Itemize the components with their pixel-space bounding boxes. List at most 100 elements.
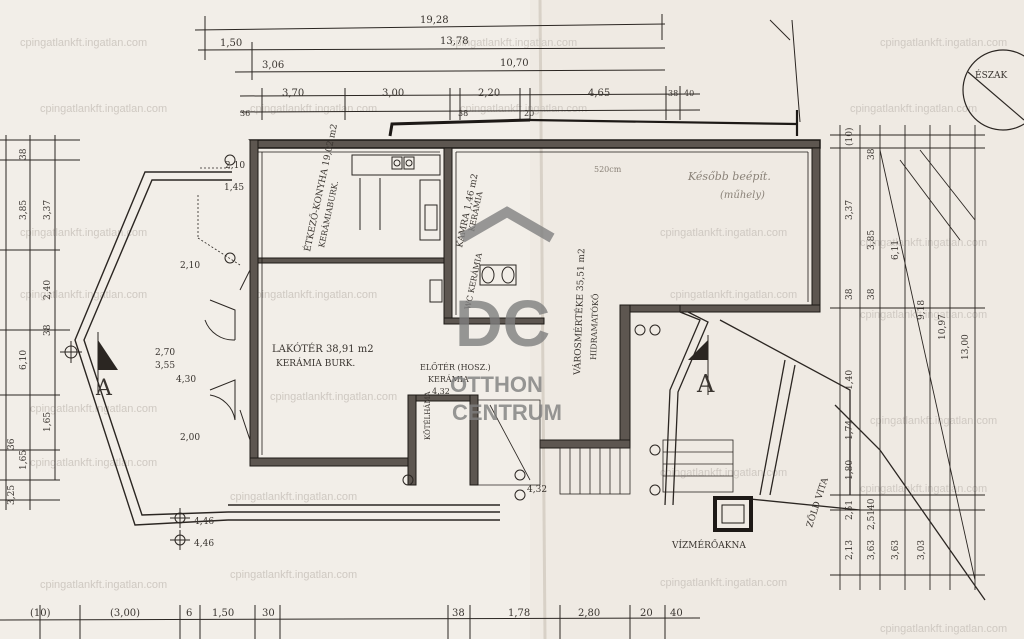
watermark: cpingatlankft.ingatlan.com xyxy=(40,579,167,591)
dim-top: 40 xyxy=(684,89,694,98)
dim-bottom: 30 xyxy=(262,608,275,619)
dim-right: 2,51 xyxy=(867,510,877,530)
dim-top: 4,65 xyxy=(588,88,610,99)
watermarks: cpingatlankft.ingatlan.com cpingatlankft… xyxy=(20,37,1007,635)
dim-bottom: 6 xyxy=(186,608,192,619)
dim-inner: 2,10 xyxy=(225,161,245,171)
dim-top: 20 xyxy=(524,109,534,118)
watermark: cpingatlankft.ingatlan.com xyxy=(450,37,577,49)
dim-right: 3,03 xyxy=(917,540,927,560)
dim-right: 6,11 xyxy=(891,240,901,260)
dim-right: 3,63 xyxy=(891,540,901,560)
dim-right: 2,13 xyxy=(845,540,855,560)
dim-right: 3,85 xyxy=(867,230,877,250)
dim-left: 2,40 xyxy=(43,280,53,300)
kitchen-counters xyxy=(351,154,441,241)
otthon-centrum-logo: DC OTTHON CENTRUM xyxy=(450,206,562,425)
logo-mark: DC xyxy=(455,286,550,360)
piers xyxy=(60,154,661,550)
top-dimension-texts: 19,28 1,50 13,78 3,06 10,70 36 3,70 3,00… xyxy=(220,15,694,118)
dim-right: 13,00 xyxy=(961,334,971,360)
dim-right: 1,40 xyxy=(845,370,855,390)
pencil-annotations: Később beépít. (műhely) 520cm xyxy=(594,165,771,201)
walls xyxy=(248,139,821,486)
dim-right: 10,97 xyxy=(938,314,948,340)
watermark: cpingatlankft.ingatlan.com xyxy=(660,577,787,589)
dim-right: 38 xyxy=(845,288,855,300)
watermark: cpingatlankft.ingatlan.com xyxy=(20,37,147,49)
room-label-water-meter: VÍZMÉRŐAKNA xyxy=(671,538,746,551)
room-floor-hall: KERÁMIA xyxy=(428,375,469,384)
dim-inner: 2,70 xyxy=(155,348,175,358)
watermark: cpingatlankft.ingatlan.com xyxy=(460,103,587,115)
dim-left: 1,65 xyxy=(19,450,29,470)
paper-left-half xyxy=(0,0,530,639)
room-floor-living: KERÁMIA BURK. xyxy=(276,357,355,369)
watermark: cpingatlankft.ingatlan.com xyxy=(20,227,147,239)
watermark: cpingatlankft.ingatlan.com xyxy=(660,227,787,239)
watermark: cpingatlankft.ingatlan.com xyxy=(860,309,987,321)
dim-top: 38 xyxy=(458,109,468,118)
watermark: cpingatlankft.ingatlan.com xyxy=(230,569,357,581)
dim-left: 38 xyxy=(19,148,29,160)
watermark: cpingatlankft.ingatlan.com xyxy=(230,491,357,503)
watermark: cpingatlankft.ingatlan.com xyxy=(30,403,157,415)
north-circle xyxy=(962,49,1024,131)
watermark: cpingatlankft.ingatlan.com xyxy=(30,457,157,469)
dim-right: (10) xyxy=(844,128,855,146)
dim-inner: 1,45 xyxy=(224,183,244,193)
dim-right: 2,51 xyxy=(845,500,855,520)
dim-right: 38 xyxy=(867,148,877,160)
dim-left: 3,25 xyxy=(7,485,17,505)
right-dimension-texts: (10) 3,37 3,85 6,11 9,18 10,97 13,00 3,6… xyxy=(844,128,971,560)
dim-bottom: 2,80 xyxy=(578,608,600,619)
north-label: ÉSZAK xyxy=(975,69,1007,81)
watermark: cpingatlankft.ingatlan.com xyxy=(860,237,987,249)
dim-bottom: 40 xyxy=(670,608,683,619)
dim-right: 9,18 xyxy=(917,300,927,320)
watermark: cpingatlankft.ingatlan.com xyxy=(40,103,167,115)
watermark: cpingatlankft.ingatlan.com xyxy=(670,289,797,301)
watermark: cpingatlankft.ingatlan.com xyxy=(660,467,787,479)
dim-right: 1,80 xyxy=(845,460,855,480)
watermark: cpingatlankft.ingatlan.com xyxy=(270,391,397,403)
room-label-closet: KÖTÉLHÁMA xyxy=(423,390,432,440)
garden-wall xyxy=(388,110,799,137)
dim-top: 3,00 xyxy=(382,88,404,99)
room-label-hall: ELŐTÉR (HOSZ.) xyxy=(420,363,491,372)
wc-fixtures xyxy=(429,264,517,303)
dim-top: 10,70 xyxy=(500,58,529,69)
watermark: cpingatlankft.ingatlan.com xyxy=(250,289,377,301)
dim-total-length: 19,28 xyxy=(420,15,449,26)
terrace-outline xyxy=(74,171,500,526)
dim-bottom: 20 xyxy=(640,608,653,619)
dim-left: 36 xyxy=(7,438,17,450)
dim-left: 38 xyxy=(43,324,53,336)
section-mark: A xyxy=(696,370,715,398)
dim-bottom: (10) xyxy=(30,608,51,619)
bottom-dimension-texts: (10) (3,00) 6 1,50 30 38 1,78 2,80 20 40 xyxy=(30,608,683,619)
dim-inner: 2,10 xyxy=(180,261,200,271)
watermark: cpingatlankft.ingatlan.com xyxy=(870,415,997,427)
watermark: cpingatlankft.ingatlan.com xyxy=(860,483,987,495)
dim-bottom: 38 xyxy=(452,608,465,619)
dim-inner: 4,32 xyxy=(527,485,547,495)
section-mark: A xyxy=(95,376,113,401)
dim-right: 3,63 xyxy=(867,540,877,560)
right-dimension-lines xyxy=(830,125,985,590)
bay-dotted xyxy=(197,167,241,266)
dim-inner: 4,30 xyxy=(176,375,196,385)
logo-roof xyxy=(459,206,555,243)
dim-inner: 4,46 xyxy=(194,539,214,549)
dim-inner: 4,46 xyxy=(194,517,214,527)
watermark: cpingatlankft.ingatlan.com xyxy=(850,103,977,115)
water-meter-shaft xyxy=(713,496,753,532)
dim-left: 3,85 xyxy=(19,200,29,220)
dim-right: 38 xyxy=(867,288,877,300)
glazed-doors xyxy=(204,269,251,441)
room-area-hall: 4,32 xyxy=(432,387,450,396)
section-marker-right: A xyxy=(688,335,715,398)
dim-right: 1,74 xyxy=(845,420,855,440)
